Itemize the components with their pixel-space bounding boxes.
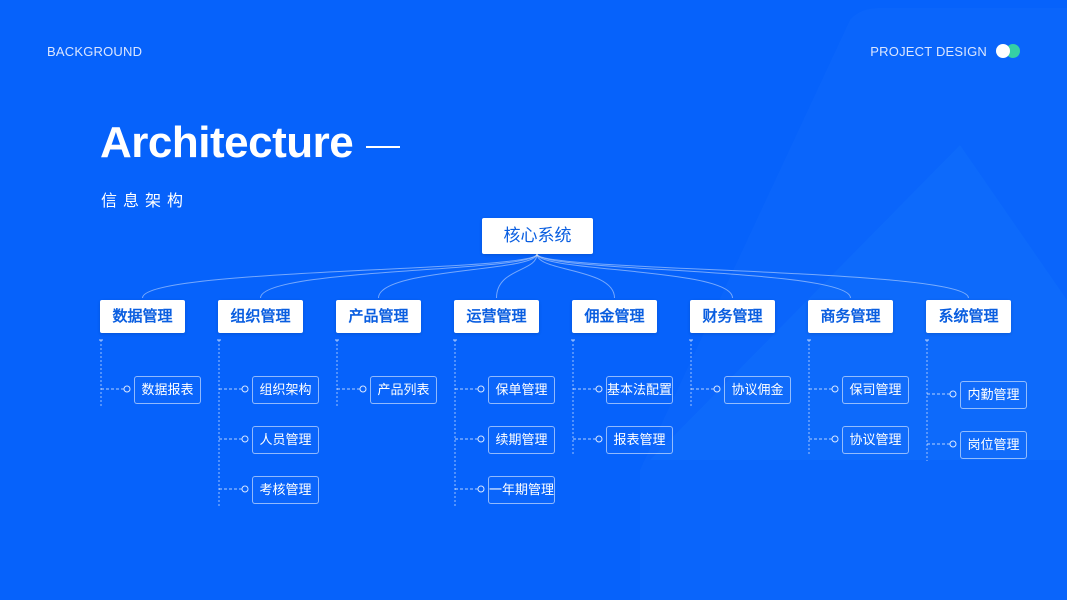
connector-dot-icon <box>831 435 839 443</box>
page-subtitle: 信息架构 <box>101 193 190 210</box>
connector-dot-icon <box>477 385 485 393</box>
leaf-node[interactable]: 数据报表 <box>134 376 201 404</box>
category-node[interactable]: 产品管理 <box>336 300 421 333</box>
root-connector <box>496 253 538 299</box>
connector-dot-icon <box>123 385 131 393</box>
brand-dots-icon <box>996 44 1022 58</box>
leaf-node[interactable]: 协议管理 <box>842 426 909 454</box>
background-label: BACKGROUND <box>47 44 143 59</box>
root-connector <box>536 253 733 299</box>
root-connector <box>378 253 538 299</box>
category-node[interactable]: 运营管理 <box>454 300 539 333</box>
leaf-node[interactable]: 保司管理 <box>842 376 909 404</box>
white-dot <box>996 44 1010 58</box>
leaf-node[interactable]: 基本法配置 <box>606 376 673 404</box>
connector-dot-icon <box>595 435 603 443</box>
leaf-node[interactable]: 岗位管理 <box>960 431 1027 459</box>
connector-dot-icon <box>477 435 485 443</box>
connector-dot-icon <box>241 435 249 443</box>
connector-dot-icon <box>241 385 249 393</box>
project-design-label: PROJECT DESIGN <box>870 44 987 59</box>
connector-dot-icon <box>477 485 485 493</box>
leaf-node[interactable]: 产品列表 <box>370 376 437 404</box>
leaf-node[interactable]: 保单管理 <box>488 376 555 404</box>
leaf-node[interactable]: 人员管理 <box>252 426 319 454</box>
category-node[interactable]: 财务管理 <box>690 300 775 333</box>
connector-dot-icon <box>595 385 603 393</box>
connector-layer <box>99 253 969 506</box>
connector-dot-icon <box>713 385 721 393</box>
leaf-node[interactable]: 组织架构 <box>252 376 319 404</box>
connector-dot-icon <box>949 390 957 398</box>
leaf-node[interactable]: 考核管理 <box>252 476 319 504</box>
title-dash-line <box>366 146 400 148</box>
category-node[interactable]: 组织管理 <box>218 300 303 333</box>
category-node[interactable]: 系统管理 <box>926 300 1011 333</box>
root-connector <box>142 253 538 299</box>
root-connector <box>260 253 538 299</box>
root-node[interactable]: 核心系统 <box>482 218 593 254</box>
leaf-node[interactable]: 内勤管理 <box>960 381 1027 409</box>
connector-dot-icon <box>831 385 839 393</box>
leaf-node[interactable]: 一年期管理 <box>488 476 555 504</box>
page-title: Architecture <box>100 118 354 167</box>
connector-dot-icon <box>241 485 249 493</box>
root-connector <box>536 253 851 299</box>
connector-dot-icon <box>949 440 957 448</box>
category-node[interactable]: 数据管理 <box>100 300 185 333</box>
leaf-node[interactable]: 报表管理 <box>606 426 673 454</box>
root-connector <box>536 253 969 299</box>
category-node[interactable]: 佣金管理 <box>572 300 657 333</box>
connector-dot-icon <box>359 385 367 393</box>
leaf-node[interactable]: 协议佣金 <box>724 376 791 404</box>
leaf-node[interactable]: 续期管理 <box>488 426 555 454</box>
root-connector <box>536 253 615 299</box>
category-node[interactable]: 商务管理 <box>808 300 893 333</box>
